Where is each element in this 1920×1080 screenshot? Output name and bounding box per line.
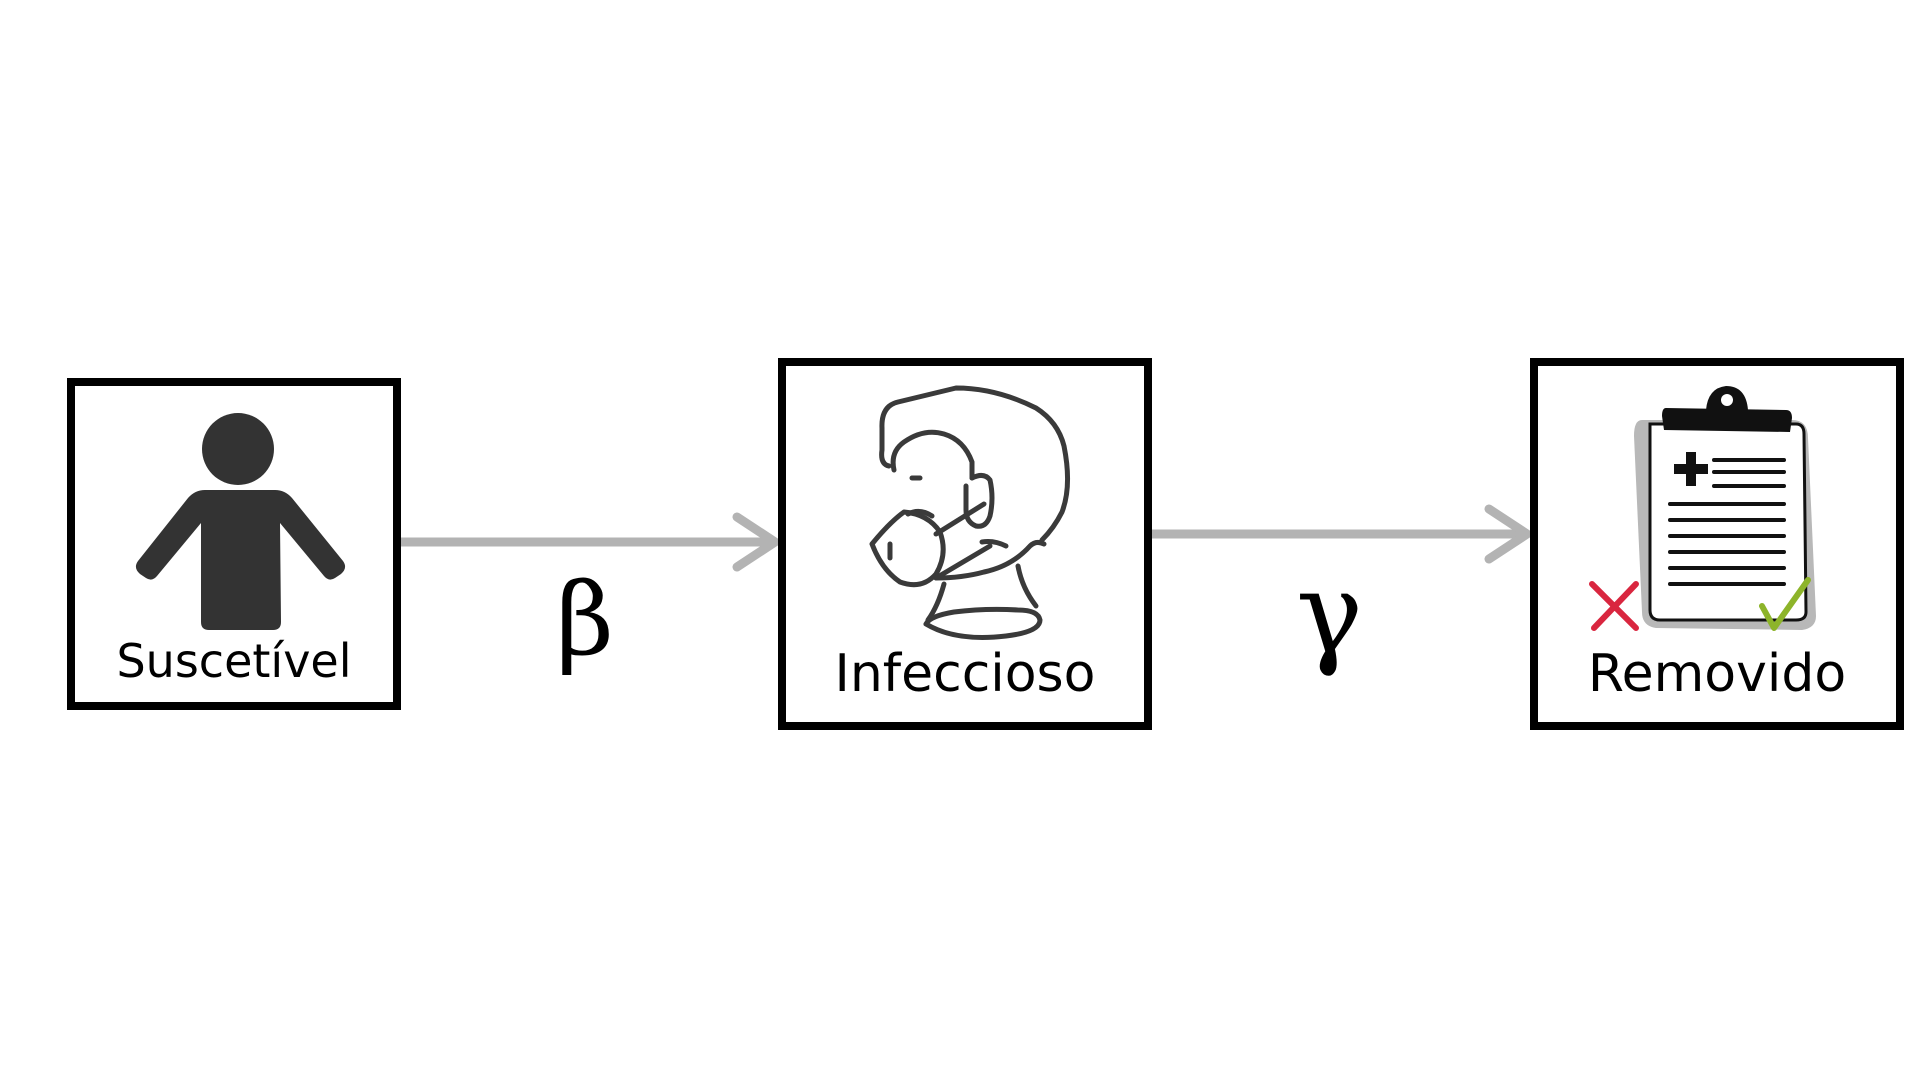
- clipboard-icon: [1589, 386, 1816, 631]
- masked-person-icon: [869, 385, 1071, 640]
- removed-compartment: Removido: [1530, 358, 1904, 730]
- removal-rate-gamma: γ: [1296, 549, 1363, 679]
- infectious-compartment: Infeccioso: [778, 358, 1152, 730]
- green-check-icon: [1759, 577, 1811, 631]
- arrow-susceptible-to-infectious: [396, 512, 780, 572]
- red-cross-icon: [1589, 581, 1639, 631]
- person-icon: [135, 413, 346, 630]
- susceptible-compartment: Suscetível: [67, 378, 401, 710]
- arrow-infectious-to-removed: [1147, 504, 1532, 564]
- infection-rate-beta: β: [556, 561, 614, 678]
- susceptible-label: Suscetível: [116, 634, 352, 688]
- infectious-label: Infeccioso: [834, 644, 1096, 704]
- removed-label: Removido: [1587, 644, 1847, 704]
